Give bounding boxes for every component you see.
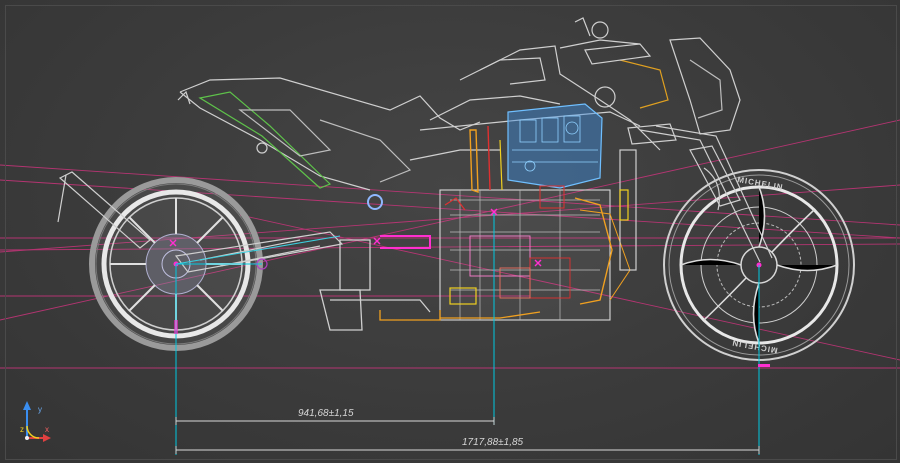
axis-label-x: x [45,425,49,434]
axis-triad: y z x [20,401,51,442]
dimension-lines[interactable] [175,417,760,454]
rear-subframe[interactable] [177,77,481,210]
axis-label-y: y [38,405,42,414]
headlight-assembly[interactable] [574,17,741,145]
exhaust-system[interactable] [319,209,631,331]
axis-label-z: z [20,425,24,434]
dimension-label-wheelbase[interactable]: 1717,88±1,85 [462,437,524,448]
dimension-label-engine[interactable]: 941,68±1,15 [298,408,354,419]
engine-crankcase[interactable] [439,125,613,321]
constraint-markers [169,208,770,367]
swingarm[interactable] [57,171,344,273]
engine-cylinder-head[interactable] [507,103,603,189]
front-fork[interactable] [619,125,773,271]
